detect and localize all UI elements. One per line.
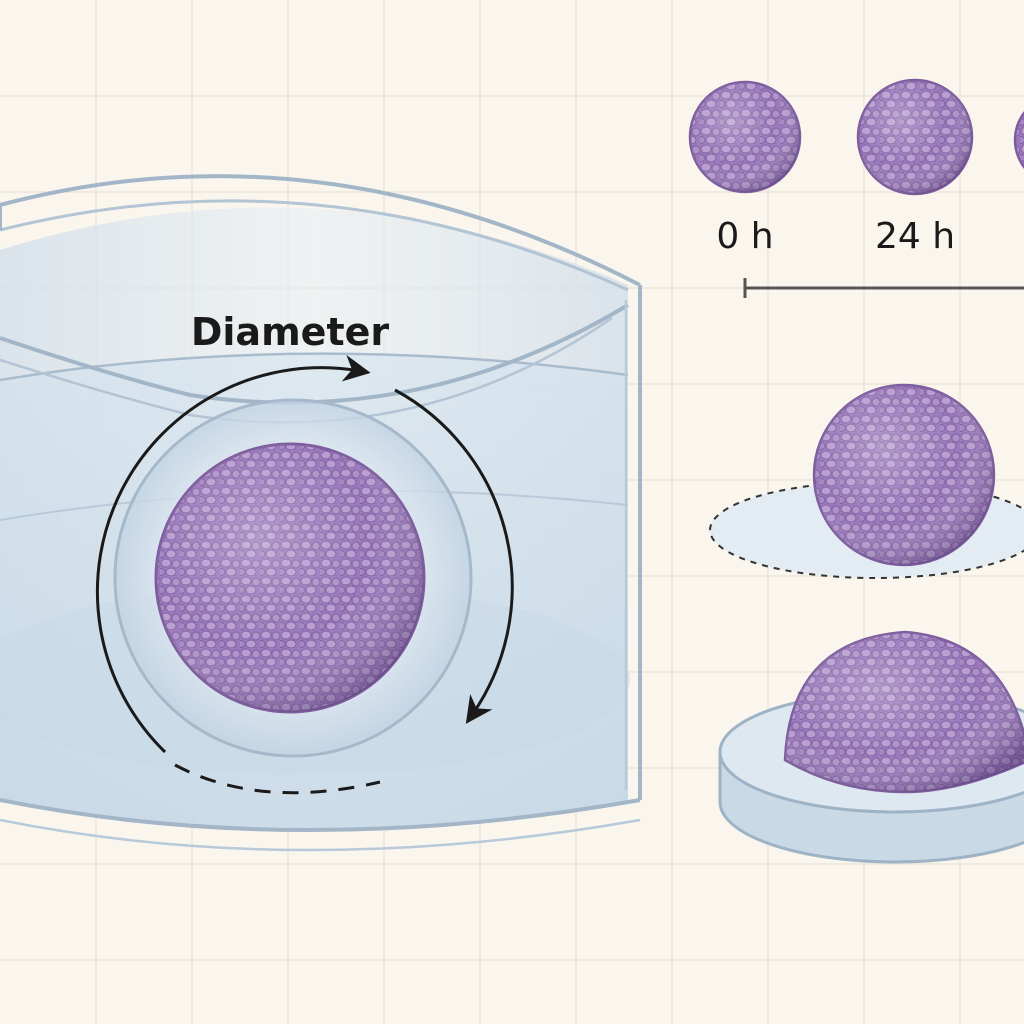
- spheroid-icon: [783, 630, 1024, 794]
- spheroid-icon: [1013, 110, 1024, 170]
- spheroid-icon: [154, 442, 426, 714]
- timeline-icon: [743, 278, 1024, 298]
- spheroid-icon: [688, 80, 802, 194]
- time-label-24h: 24 h: [875, 216, 955, 257]
- diameter-label: Diameter: [191, 310, 390, 354]
- spheroid-icon: [856, 78, 974, 196]
- spheroid-icon: [812, 383, 996, 567]
- time-label-0h: 0 h: [716, 216, 773, 257]
- rotation-arrow-icon: [95, 354, 514, 795]
